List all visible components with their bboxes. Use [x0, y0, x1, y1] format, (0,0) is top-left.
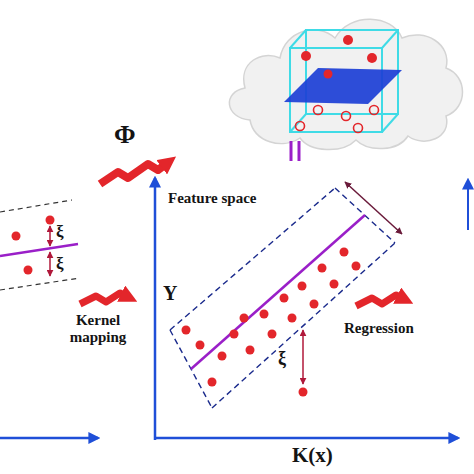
regression-arrow	[356, 295, 402, 306]
space-title: Feature space	[168, 190, 256, 207]
slack-symbol: ξ	[56, 254, 64, 274]
mapping-symbol: Φ	[114, 120, 136, 150]
tube-width-arrow	[345, 182, 402, 234]
edge-axis	[467, 180, 469, 230]
epsilon-tube	[170, 188, 395, 408]
slack-symbol: ξ	[278, 348, 286, 369]
step-label: Kernel mapping	[58, 312, 138, 347]
slack-arrow	[302, 330, 304, 384]
kernel-arrow	[80, 293, 126, 304]
data-points	[182, 248, 361, 397]
hyperplane	[284, 68, 402, 104]
axis-label: K(x)	[292, 443, 333, 467]
slack-symbol: ξ	[56, 222, 64, 242]
feature-axes	[154, 178, 458, 440]
axis-label: Y	[163, 282, 177, 305]
class-b-points	[296, 106, 379, 133]
feature-cloud	[229, 19, 462, 149]
class-a-points	[301, 35, 377, 79]
step-label: Regression	[344, 320, 414, 337]
regression-line	[191, 215, 365, 369]
equality-symbol	[291, 141, 299, 161]
